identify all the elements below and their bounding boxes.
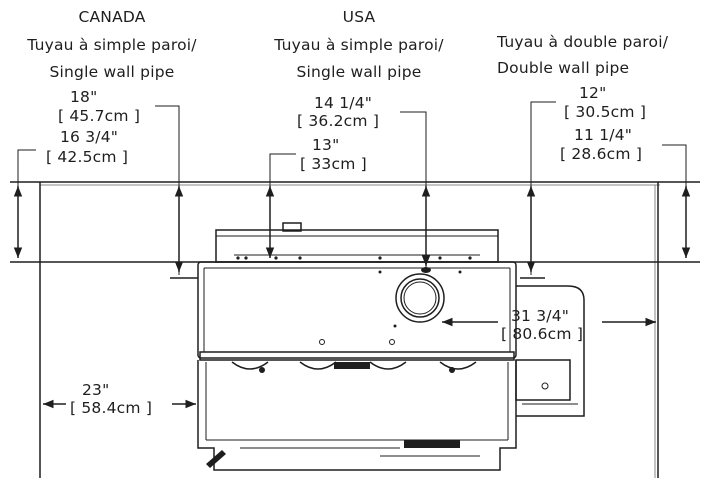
usa-inner-metric: [ 33cm ] xyxy=(300,155,367,173)
usa-outer-dimension xyxy=(400,111,431,268)
stove-lower-body xyxy=(197,360,517,471)
enclosure-outline xyxy=(10,181,700,478)
double-inner-dimension xyxy=(662,144,691,258)
canada-header-fr: Tuyau à simple paroi/ xyxy=(26,36,197,54)
canada-header-title: CANADA xyxy=(78,8,145,26)
stove-body xyxy=(197,261,517,361)
usa-inner-dimension xyxy=(265,153,296,258)
usa-outer-imperial: 14 1/4" xyxy=(314,94,372,112)
flue-collar xyxy=(395,267,445,323)
right-side-imperial: 31 3/4" xyxy=(511,307,569,325)
canada-inner-metric: [ 42.5cm ] xyxy=(46,148,128,166)
double-header-fr: Tuyau à double paroi/ xyxy=(496,33,669,51)
canada-outer-imperial: 18" xyxy=(70,88,97,106)
canada-inner-dimension xyxy=(13,149,36,258)
canada-header-en: Single wall pipe xyxy=(49,63,174,81)
left-side-metric: [ 58.4cm ] xyxy=(70,399,152,417)
right-side-metric: [ 80.6cm ] xyxy=(501,325,583,343)
canada-outer-metric: [ 45.7cm ] xyxy=(58,107,140,125)
double-inner-imperial: 11 1/4" xyxy=(574,126,632,144)
double-outer-dimension xyxy=(526,101,556,275)
double-outer-metric: [ 30.5cm ] xyxy=(564,103,646,121)
double-header-en: Double wall pipe xyxy=(497,59,629,77)
usa-header-title: USA xyxy=(343,8,376,26)
usa-outer-metric: [ 36.2cm ] xyxy=(297,112,379,130)
left-side-imperial: 23" xyxy=(82,381,109,399)
usa-header-en: Single wall pipe xyxy=(296,63,421,81)
double-outer-imperial: 12" xyxy=(579,84,606,102)
usa-inner-imperial: 13" xyxy=(312,136,339,154)
double-inner-metric: [ 28.6cm ] xyxy=(560,145,642,163)
canada-inner-imperial: 16 3/4" xyxy=(60,128,118,146)
usa-header-fr: Tuyau à simple paroi/ xyxy=(273,36,444,54)
stove-top xyxy=(215,222,499,263)
side-bracket xyxy=(515,285,585,417)
canada-outer-dimension xyxy=(155,105,184,275)
